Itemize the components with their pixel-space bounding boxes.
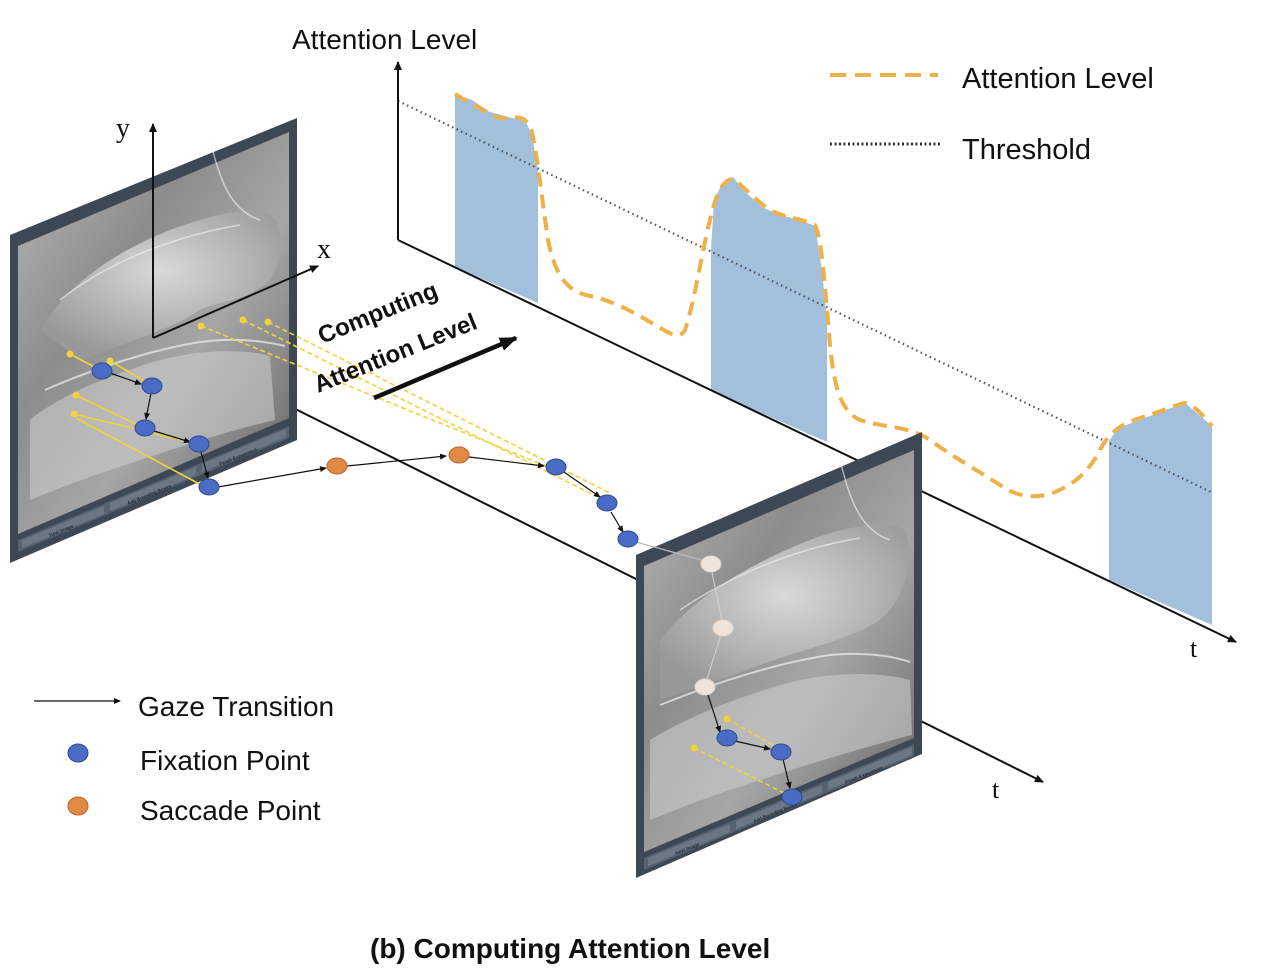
legend-gaze-transition-label: Gaze Transition xyxy=(138,691,334,722)
right-bone-femur xyxy=(660,524,909,700)
gaze-transition-faded xyxy=(710,567,724,626)
y-axis-3d-label: y xyxy=(116,113,130,144)
gaze-guide-line xyxy=(693,747,791,797)
gaze-guide-dot xyxy=(197,322,205,330)
x-axis-3d xyxy=(152,265,319,339)
attention-chart: Attention Level t xyxy=(292,24,1237,663)
gaze-transition-faded xyxy=(635,541,706,562)
gaze-points xyxy=(91,362,803,806)
legend-fixation-swatch xyxy=(67,743,89,763)
gaze-guide-dot xyxy=(723,715,731,723)
attention-curve xyxy=(454,92,1214,499)
gaze-legend: Gaze Transition Fixation Point Saccade P… xyxy=(34,691,334,826)
gaze-transition-arrow xyxy=(706,691,721,733)
gaze-guide-dot xyxy=(264,318,272,326)
chart-t-axis-label: t xyxy=(1190,634,1198,663)
right-xray-frame: Next Image Add Bounding Boxes Finish Exp… xyxy=(636,432,922,878)
gaze-transitions xyxy=(109,372,792,789)
fixation-point xyxy=(617,530,639,548)
fixation-point xyxy=(716,729,738,747)
highlight-region-2 xyxy=(711,177,827,442)
threshold-line xyxy=(397,100,1214,494)
chart-t-axis xyxy=(397,239,1237,643)
highlight-region-3 xyxy=(1109,403,1212,625)
fixation-point xyxy=(596,494,618,512)
chart-y-axis-label: Attention Level xyxy=(292,24,477,55)
legend-saccade-swatch xyxy=(67,796,89,816)
gaze-guide-line xyxy=(242,319,605,501)
fixation-point xyxy=(770,743,792,761)
x-axis-3d-label: x xyxy=(317,234,331,265)
right-btn-next[interactable] xyxy=(648,824,730,866)
legend-fixation-label: Fixation Point xyxy=(140,745,310,776)
gaze-guide-dot xyxy=(690,744,698,752)
left-bone-edge xyxy=(59,139,261,301)
gaze-guide-line xyxy=(75,394,145,429)
legend-threshold-label: Threshold xyxy=(962,134,1091,166)
gaze-guide-dot xyxy=(66,350,74,358)
gaze-guide-line xyxy=(109,360,151,385)
legend-saccade-label: Saccade Point xyxy=(140,795,321,826)
gaze-transition-arrow xyxy=(153,430,191,444)
fixation-point xyxy=(781,788,803,806)
fixation-point-faded xyxy=(700,555,722,573)
saccade-point xyxy=(448,446,470,464)
fixation-point xyxy=(545,458,567,476)
fixation-point xyxy=(188,435,210,453)
fixation-point xyxy=(91,362,113,380)
gaze-transition-arrow xyxy=(200,451,210,479)
gaze-guide-dot xyxy=(70,410,78,418)
gaze-transition-arrow xyxy=(109,372,142,385)
gaze-transition-arrow xyxy=(734,740,771,751)
gaze-transition-arrow xyxy=(217,466,327,488)
computing-arrow xyxy=(373,335,518,401)
gaze-transition-arrow xyxy=(563,471,601,498)
gaze-guide-line xyxy=(75,417,208,489)
figure-caption: (b) Computing Attention Level xyxy=(370,933,770,964)
gaze-guide-line xyxy=(726,718,783,751)
gaze-guide-dot xyxy=(72,391,80,399)
gaze-transition-arrow xyxy=(468,456,545,469)
fixation-point-faded xyxy=(694,678,716,696)
gaze-transition-arrow xyxy=(610,511,624,533)
left-btn-finish[interactable] xyxy=(202,429,286,472)
saccade-point xyxy=(326,457,348,475)
gaze-transition-arrow xyxy=(782,758,792,789)
fixation-point-faded xyxy=(712,619,734,637)
highlight-region-1 xyxy=(455,94,538,303)
gaze-transition-faded xyxy=(705,631,723,683)
fixation-point xyxy=(198,478,220,496)
left-bone-femur xyxy=(40,210,281,360)
fixation-point xyxy=(141,377,163,395)
gaze-transition-arrow xyxy=(144,392,152,420)
legend-attention-label: Attention Level xyxy=(962,63,1154,95)
left-btn-add[interactable] xyxy=(110,467,196,511)
gaze-guide-dot xyxy=(106,357,114,365)
left-joint-line xyxy=(44,338,286,391)
chart-legend: Attention Level Threshold xyxy=(830,63,1154,166)
main-t-axis-label: t xyxy=(992,775,1000,804)
gaze-guide-dot xyxy=(239,316,247,324)
gaze-transition-arrow xyxy=(346,453,447,467)
computing-arrow-group: Computing Attention Level xyxy=(310,277,518,401)
fixation-point xyxy=(134,419,156,437)
left-btn-next[interactable] xyxy=(22,506,104,548)
right-btn-finish[interactable] xyxy=(828,747,912,790)
right-bone-edge xyxy=(679,459,891,611)
